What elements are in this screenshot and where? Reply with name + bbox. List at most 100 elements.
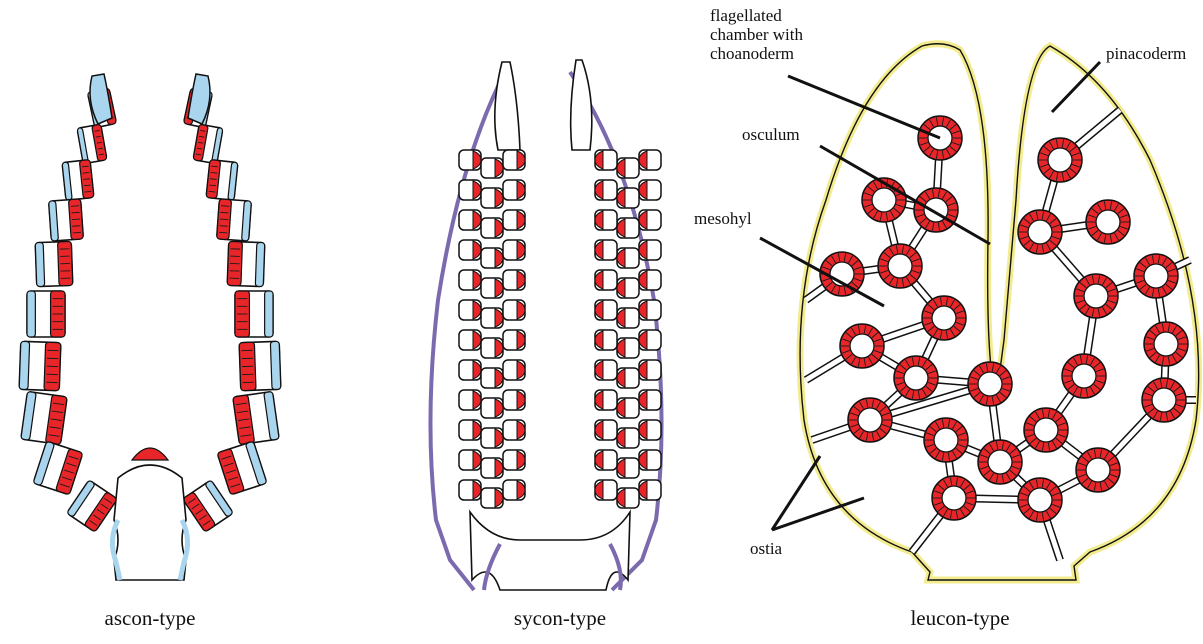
sycon-radial-chamber <box>481 398 503 418</box>
sycon-radial-chamber <box>617 218 639 238</box>
sycon-radial-chamber <box>617 458 639 478</box>
sycon-sponge-drawing <box>420 60 662 590</box>
sycon-radial-chamber <box>481 248 503 268</box>
sycon-radial-chamber <box>595 420 617 440</box>
sycon-radial-chamber <box>503 330 525 350</box>
ascon-wall-segment <box>227 241 265 286</box>
sycon-radial-chamber <box>595 210 617 230</box>
flagellated-chamber <box>878 244 922 288</box>
sycon-radial-chamber <box>459 330 481 350</box>
sycon-radial-chamber <box>617 398 639 418</box>
sycon-radial-chamber <box>503 390 525 410</box>
sycon-radial-chamber <box>639 450 661 470</box>
ascon-wall-segment <box>67 480 118 532</box>
sycon-radial-chamber <box>595 330 617 350</box>
ascon-wall-segment <box>49 199 84 241</box>
ascon-wall-segment <box>233 391 279 444</box>
caption-leucon-type: leucon-type <box>880 607 1040 629</box>
caption-sycon-type: sycon-type <box>480 607 640 629</box>
flagellated-chamber <box>1018 210 1062 254</box>
sycon-radial-chamber <box>503 450 525 470</box>
sycon-radial-chamber <box>481 458 503 478</box>
ascon-wall-segment <box>27 291 65 337</box>
sycon-radial-chamber <box>503 420 525 440</box>
flagellated-chamber <box>924 418 968 462</box>
sycon-radial-chamber <box>503 300 525 320</box>
flagellated-chamber <box>1024 408 1068 452</box>
sycon-radial-chamber <box>481 278 503 298</box>
flagellated-chamber <box>848 398 892 442</box>
sycon-radial-chamber <box>481 368 503 388</box>
sycon-radial-chamber <box>503 150 525 170</box>
flagellated-chamber <box>968 362 1012 406</box>
sycon-radial-chamber <box>459 390 481 410</box>
flagellated-chamber <box>1062 354 1106 398</box>
sycon-radial-chamber <box>595 390 617 410</box>
sycon-radial-chamber <box>639 150 661 170</box>
pinacoderm-layer <box>270 341 280 389</box>
ascon-wall-segment <box>77 124 107 164</box>
pointer-ostia-1 <box>772 456 820 530</box>
label-osculum: osculum <box>742 126 800 143</box>
flagellated-chamber <box>1038 138 1082 182</box>
sycon-radial-chamber <box>617 428 639 448</box>
sycon-radial-chamber <box>639 480 661 500</box>
flagellated-chamber <box>978 440 1022 484</box>
ascon-wall-segment <box>33 441 83 495</box>
ascon-sponge-drawing <box>19 74 281 580</box>
flagellated-chamber <box>922 296 966 340</box>
ascon-wall-segment <box>21 391 67 444</box>
sycon-radial-chamber <box>503 360 525 380</box>
label-mesohyl: mesohyl <box>694 210 752 227</box>
caption-ascon-type: ascon-type <box>70 607 230 629</box>
sycon-radial-chamber <box>481 488 503 508</box>
pinacoderm-layer <box>19 341 29 389</box>
sycon-radial-chamber <box>595 300 617 320</box>
sycon-radial-chamber <box>617 278 639 298</box>
flagellated-chamber <box>1018 478 1062 522</box>
sycon-radial-chamber <box>639 180 661 200</box>
sycon-radial-chamber <box>595 480 617 500</box>
label-flagellated-chamber: flagellated chamber with choanoderm <box>710 6 803 63</box>
sycon-radial-chamber <box>459 420 481 440</box>
flagellated-chamber <box>914 188 958 232</box>
sycon-radial-chamber <box>503 210 525 230</box>
sycon-radial-chamber <box>481 428 503 448</box>
sycon-radial-chamber <box>503 240 525 260</box>
sycon-radial-chamber <box>639 390 661 410</box>
sycon-radial-chamber <box>617 338 639 358</box>
flagellated-chamber <box>1134 254 1178 298</box>
flagellated-chamber <box>932 476 976 520</box>
ascon-wall-segment <box>183 480 234 532</box>
flagellated-chamber <box>840 324 884 368</box>
sycon-radial-chamber <box>617 158 639 178</box>
pinacoderm-layer <box>265 291 273 337</box>
ascon-wall-segment <box>217 441 267 495</box>
ascon-wall-segment <box>206 160 238 201</box>
sycon-radial-chamber <box>459 240 481 260</box>
sycon-radial-chamber <box>639 270 661 290</box>
sycon-radial-chamber <box>481 188 503 208</box>
sycon-radial-chamber <box>481 158 503 178</box>
ascon-wall-segment <box>235 291 273 337</box>
flagellated-chamber <box>1076 448 1120 492</box>
sycon-tip-right <box>571 60 592 150</box>
sycon-radial-chamber <box>481 308 503 328</box>
flagellated-chamber <box>894 356 938 400</box>
sycon-radial-chamber <box>459 300 481 320</box>
ascon-wall-segment <box>217 199 252 241</box>
sycon-radial-chamber <box>459 450 481 470</box>
flagellated-chamber <box>1086 200 1130 244</box>
ascon-wall-segment <box>62 160 94 201</box>
sycon-radial-chamber <box>617 368 639 388</box>
pinacoderm-layer <box>255 242 264 286</box>
sycon-radial-chamber <box>595 450 617 470</box>
pinacoderm-layer <box>27 291 35 337</box>
sycon-radial-chamber <box>595 360 617 380</box>
ascon-wall-segment <box>239 341 281 390</box>
sycon-radial-chamber <box>459 150 481 170</box>
sycon-radial-chamber <box>459 480 481 500</box>
sycon-radial-chamber <box>459 210 481 230</box>
